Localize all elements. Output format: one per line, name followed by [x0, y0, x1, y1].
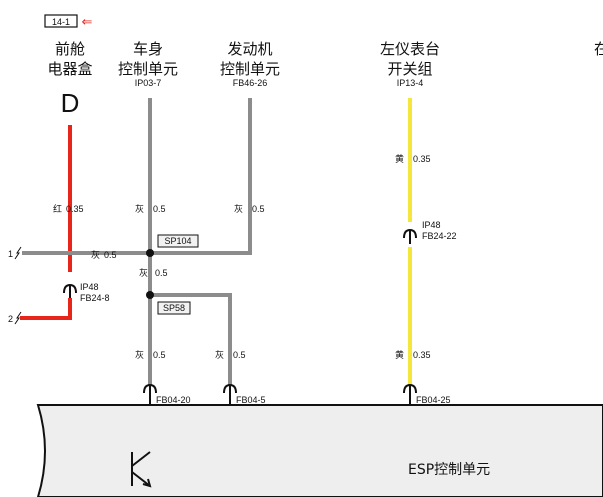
grey-b1-color: 灰: [135, 349, 144, 361]
esp-pin-3[interactable]: FB04-25: [403, 383, 451, 405]
front-box-title-line2: 电器盒: [47, 60, 92, 78]
connector-left-line2: FB24-8: [80, 293, 110, 303]
grey-b1-size: 0.5: [153, 350, 166, 360]
yellow-bottom-color: 黄: [395, 349, 404, 361]
splice-sp104-dot[interactable]: [146, 249, 154, 257]
grey-mid-size: 0.5: [155, 268, 168, 278]
red-wire-size: 0.35: [66, 204, 84, 214]
connector-ip48-left[interactable]: IP48 FB24-8: [63, 282, 110, 303]
red-wire-color: 红: [53, 203, 62, 215]
connector-left-line1: IP48: [80, 282, 99, 292]
line-2-number: 2: [8, 314, 13, 324]
connector-right-line2: FB24-22: [422, 231, 457, 241]
yellow-bottom-size: 0.35: [413, 350, 431, 360]
splice-sp104-box: [157, 234, 199, 248]
grey-ecm-size: 0.5: [252, 204, 265, 214]
front-box-pin: D: [61, 88, 80, 118]
grey-b2-size: 0.5: [233, 350, 246, 360]
page-ref-box: [44, 14, 78, 28]
connector-right-line1: IP48: [422, 220, 441, 230]
esp-module-label: ESP控制单元: [408, 462, 490, 478]
esp-pin-1-label: FB04-20: [156, 395, 191, 405]
grey-bcm-size: 0.5: [153, 204, 166, 214]
esp-pin-2[interactable]: FB04-5: [223, 383, 266, 405]
esp-pin-1[interactable]: FB04-20: [143, 383, 191, 405]
page-ref-arrow-icon: ⇐: [82, 15, 93, 30]
yellow-top-size: 0.35: [413, 154, 431, 164]
esp-pin-3-label: FB04-25: [416, 395, 451, 405]
grey-line1-color: 灰: [91, 249, 100, 261]
splice-sp104-label: SP104: [164, 236, 191, 246]
esp-module-body[interactable]: [36, 404, 603, 497]
grey-bcm-color: 灰: [135, 203, 144, 215]
bcm-title-line1: 车身: [133, 40, 163, 58]
left-panel-title-line2: 开关组: [387, 60, 432, 78]
grey-line1-size: 0.5: [104, 250, 117, 260]
line-2-break-icon: [14, 311, 22, 325]
grey-b2-color: 灰: [215, 349, 224, 361]
cut-off-header: 在: [594, 40, 603, 58]
grey-wire-ecm[interactable]: [150, 98, 252, 255]
splice-sp58-dot[interactable]: [146, 291, 154, 299]
page-reference[interactable]: 14-1 ⇐: [44, 14, 93, 30]
bcm-pin: IP03-7: [135, 78, 162, 88]
esp-pin-2-label: FB04-5: [236, 395, 266, 405]
line-1-number: 1: [8, 249, 13, 259]
ecm-title-line1: 发动机: [227, 40, 272, 58]
left-panel-pin: IP13-4: [397, 78, 424, 88]
grey-wire-branch2[interactable]: [150, 293, 232, 385]
bcm-title-line2: 控制单元: [118, 60, 178, 78]
splice-sp58-box: [157, 301, 191, 315]
grey-ecm-color: 灰: [234, 203, 243, 215]
ecm-pin: FB46-26: [233, 78, 268, 88]
line-1-break-icon: [14, 246, 22, 260]
splice-sp58-label: SP58: [163, 303, 185, 313]
ecm-title-line2: 控制单元: [220, 60, 280, 78]
connector-ip48-right[interactable]: IP48 FB24-22: [403, 220, 457, 244]
front-box-title-line1: 前舱: [55, 40, 85, 58]
left-panel-title-line1: 左仪表台: [380, 40, 440, 58]
red-wire-lower[interactable]: [20, 298, 72, 320]
grey-mid-color: 灰: [139, 267, 148, 279]
yellow-top-color: 黄: [395, 153, 404, 165]
transistor-icon: [131, 451, 152, 488]
page-ref-label: 14-1: [52, 17, 70, 27]
